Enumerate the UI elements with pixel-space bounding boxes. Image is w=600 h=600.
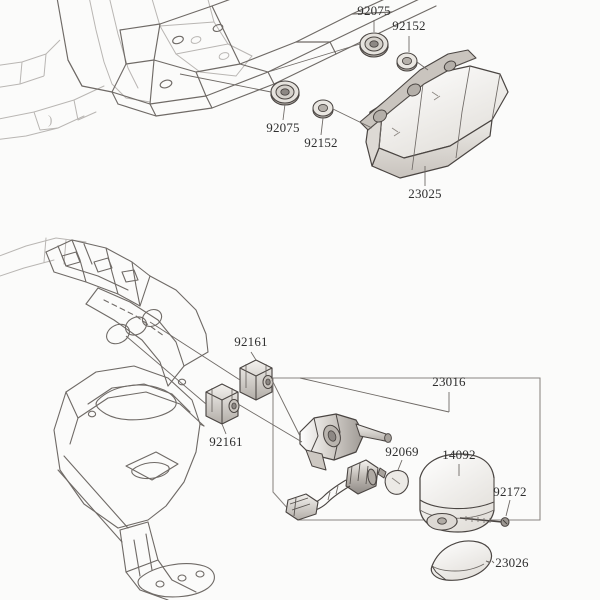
callout-92161-upper: 92161	[234, 334, 268, 349]
part-socket-harness	[285, 459, 379, 521]
pointer-92161-upper-to-fender	[149, 321, 241, 381]
part-23025-tail-lamp	[359, 49, 509, 179]
leader-92152-left	[320, 117, 324, 136]
ghost-left-bracket	[0, 39, 61, 88]
pointer-damper2-to-body	[237, 403, 303, 443]
callout-92152-left: 92152	[304, 135, 338, 150]
callout-92161-lower: 92161	[209, 434, 243, 449]
pointer-lens	[485, 560, 491, 563]
part-92069-bulb	[377, 467, 409, 495]
pointer-92152-upper-to-lamp	[416, 61, 429, 71]
part-14092-cover	[419, 453, 495, 533]
part-92172-screw	[459, 516, 510, 527]
part-signal-lamp-body	[299, 413, 392, 471]
part-92152-collar-left	[312, 99, 334, 119]
pointer-92161-lower-to-fender	[125, 335, 207, 405]
pointer-92075-left-to-frame	[179, 73, 272, 93]
callout-23016: 23016	[432, 374, 466, 389]
leader-lines	[221, 20, 511, 564]
assembly-23016-boundary	[272, 377, 541, 521]
leader-92161-lower	[221, 423, 227, 435]
leader-92172	[505, 499, 511, 517]
part-92161-damper-upper	[239, 359, 274, 401]
callout-92069: 92069	[385, 444, 419, 459]
pointer-23016-edge	[299, 377, 450, 413]
callout-92152-upper: 92152	[392, 18, 426, 33]
callout-23025: 23025	[408, 186, 442, 201]
callout-14092: 14092	[442, 447, 476, 462]
pointer-92075-upper-to-frame	[267, 43, 361, 73]
upper-frame-rail	[56, 0, 437, 117]
ghost-partial-mark: )	[48, 112, 52, 127]
ghost-upper-subframe	[0, 0, 253, 140]
leader-23026-stub	[491, 560, 495, 564]
callout-23026: 23026	[495, 555, 529, 570]
pointer-92152-left-to-lamp	[332, 108, 373, 129]
part-92152-collar-upper	[396, 52, 418, 72]
pointer-lines	[125, 43, 491, 563]
part-92075-grommet-upper	[359, 32, 389, 58]
callout-92075-upper: 92075	[357, 3, 391, 18]
leader-92069	[397, 459, 403, 471]
part-92161-damper-lower	[205, 383, 240, 425]
leader-92161-upper	[250, 351, 257, 361]
leader-92075-left	[282, 103, 286, 121]
part-92075-grommet-left	[270, 80, 300, 106]
callout-92075-left: 92075	[266, 120, 300, 135]
rear-fender-assembly	[45, 239, 215, 600]
part-23026-lens	[430, 540, 493, 581]
pointer-damper-to-body	[271, 379, 301, 437]
callout-92172: 92172	[493, 484, 527, 499]
